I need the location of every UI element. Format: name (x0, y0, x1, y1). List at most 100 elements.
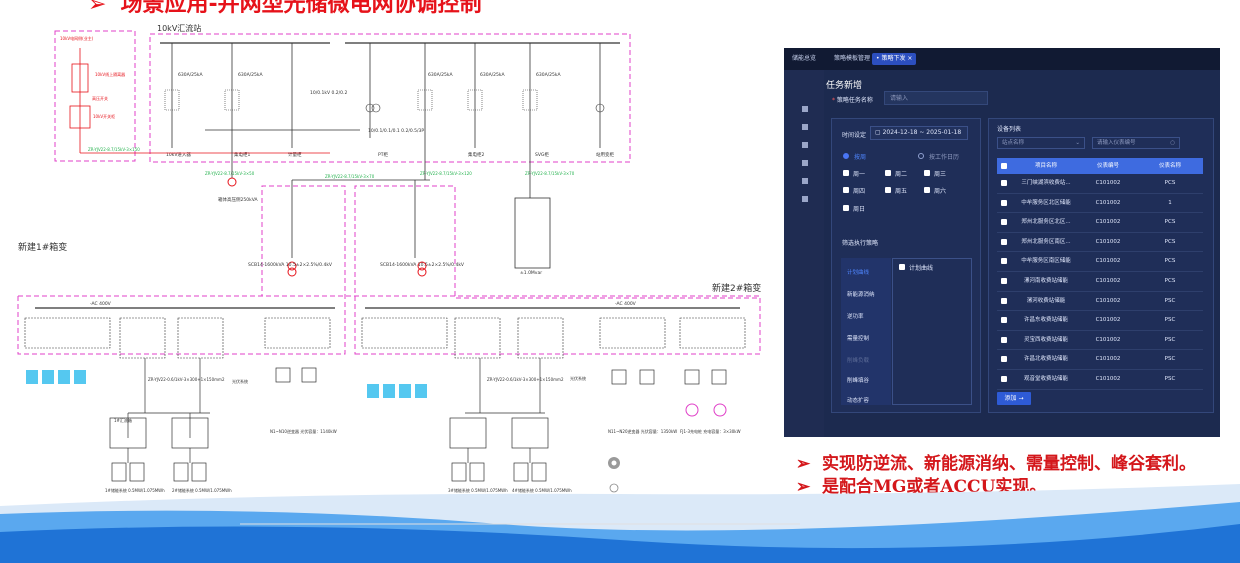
project-name-cell: 漯河收费站储能 (1026, 297, 1066, 304)
radio-weekly[interactable] (843, 153, 849, 159)
row-checkbox[interactable] (1001, 336, 1007, 343)
feeder-cabinets (171, 43, 601, 148)
storage-2-label: 2#储能系统 0.5MW/1.075MWh (172, 487, 232, 493)
project-name-cell: 郑州北服务区北区... (1021, 219, 1071, 226)
checkbox-fri[interactable] (885, 187, 891, 193)
meter-name-cell: PCS (1164, 258, 1176, 265)
tab-close-icon[interactable]: × (907, 55, 913, 62)
task-name-input[interactable]: 请输入 (884, 91, 988, 105)
nav-icon-4[interactable] (802, 160, 808, 166)
nav-icon-2[interactable] (802, 124, 808, 130)
select-all-checkbox[interactable] (1001, 163, 1007, 169)
search-icon: ○ (1170, 140, 1175, 146)
strategy-item[interactable]: 削峰填谷 (847, 378, 870, 384)
checkbox-sun[interactable] (843, 205, 849, 211)
checkbox-mon[interactable] (843, 170, 849, 176)
nav-icon-5[interactable] (802, 178, 808, 184)
nav-icon-1[interactable] (802, 106, 808, 112)
meter-name-cell: PCS (1164, 277, 1176, 284)
charging-piles (685, 403, 727, 417)
grid-side-label: 10kV电网侧(业主) (60, 35, 94, 41)
table-header: 项目名称 仪表编号 仪表名称 (997, 158, 1203, 174)
tab-dispatch-dot: • (876, 55, 882, 62)
lv-bus-label-right: -AC 400V (615, 301, 637, 307)
grid-side-circuit (69, 48, 330, 154)
row-checkbox[interactable] (1001, 317, 1007, 324)
date-range-text: 2024-12-18 ~ 2025-01-18 (882, 129, 962, 136)
tab-overview[interactable]: 储能总览 (792, 55, 817, 62)
transformers (287, 261, 427, 277)
bottom-wave-decoration (0, 484, 1240, 563)
plan-curve-label: 计划曲线 (909, 265, 934, 272)
strategy-detail-panel: 计划曲线 (892, 258, 972, 405)
nav-icon-3[interactable] (802, 142, 808, 148)
ground-label: 箱体高压侧250kVA (218, 196, 258, 203)
lv-cabinets (24, 317, 746, 359)
col-project-name: 项目名称 (1034, 163, 1057, 169)
title-arrow-icon: ➢ (88, 0, 107, 17)
project-name-cell: 灵宝西收费站储能 (1023, 336, 1068, 343)
row-checkbox[interactable] (1001, 238, 1007, 245)
checkbox-thu[interactable] (843, 187, 849, 193)
strategy-item[interactable]: 削峰负载 (847, 358, 870, 364)
meter-id-cell: C101002 (1095, 336, 1121, 343)
left-station-boundary (17, 185, 346, 355)
transformer-right-spec: SCB14-1600kVA 10.5±2×2.5%/0.4kV (380, 262, 465, 268)
calendar-icon: ▢ (875, 129, 883, 136)
row-checkbox[interactable] (1001, 219, 1007, 226)
site-select-placeholder: 站点名称 (1002, 140, 1025, 146)
row-checkbox[interactable] (1001, 277, 1007, 284)
date-range-input[interactable]: ▢ 2024-12-18 ~ 2025-01-18 (870, 126, 968, 140)
app-screenshot: 储能总览 策略模板管理 ⌄ • 策略下发 × 任务新增 * 策略任务名称 请输入… (784, 48, 1220, 437)
strategy-item[interactable]: 动态扩容 (847, 398, 870, 404)
strategy-item[interactable]: 需量控制 (847, 336, 870, 342)
radio-workday[interactable] (918, 153, 924, 159)
site-select[interactable]: 站点名称⌄ (997, 137, 1085, 149)
required-mark: * (832, 97, 837, 104)
meter-name-cell: PCS (1164, 238, 1176, 245)
meter-id-cell: C101002 (1095, 277, 1121, 284)
strategy-item[interactable]: 新能源消纳 (847, 292, 875, 298)
device-search-input[interactable]: 请输入仪表编号○ (1092, 137, 1180, 149)
row-checkbox[interactable] (1001, 199, 1007, 206)
side-nav (784, 70, 824, 437)
row-checkbox[interactable] (1001, 180, 1007, 186)
add-button[interactable]: 添加 → (997, 392, 1031, 405)
feeder-cables (231, 148, 551, 269)
checkbox-tue[interactable] (885, 170, 891, 176)
strategy-item[interactable]: 逆功率 (847, 314, 864, 320)
meter-name-cell: 1 (1168, 199, 1172, 206)
meter-name-cell: PCS (1164, 219, 1176, 226)
time-label: 时间设定 (842, 132, 867, 139)
row-checkbox[interactable] (1001, 258, 1007, 265)
charger-spec: FJ1-3充电桩 充电容量：3×30kW (680, 428, 741, 434)
pv-arrays (26, 370, 427, 398)
project-name-cell: 中牟服务区南区储能 (1021, 258, 1071, 265)
checkbox-wed[interactable] (924, 170, 930, 176)
meter-id-cell: C101002 (1095, 297, 1121, 304)
row-checkbox[interactable] (1001, 356, 1007, 363)
bullet-list: ➢实现防逆流、新能源消纳、需量控制、峰谷套利。 ➢是配合MG或者ACCU实现。 (796, 453, 1236, 499)
switchgear-boundary (149, 33, 631, 163)
plan-curve-checkbox[interactable] (899, 264, 905, 270)
tab-dispatch[interactable]: • 策略下发 × (872, 53, 917, 65)
label-thu: 周四 (853, 188, 866, 195)
checkbox-sat[interactable] (924, 187, 930, 193)
row-checkbox[interactable] (1001, 297, 1007, 304)
nav-icon-6[interactable] (802, 196, 808, 202)
row-checkbox[interactable] (1001, 375, 1007, 382)
spec-3: 630A/25kA (428, 72, 454, 78)
feeder-label-4: PT柜 (378, 151, 388, 158)
strategy-item[interactable]: 计划曲线 (847, 270, 870, 276)
